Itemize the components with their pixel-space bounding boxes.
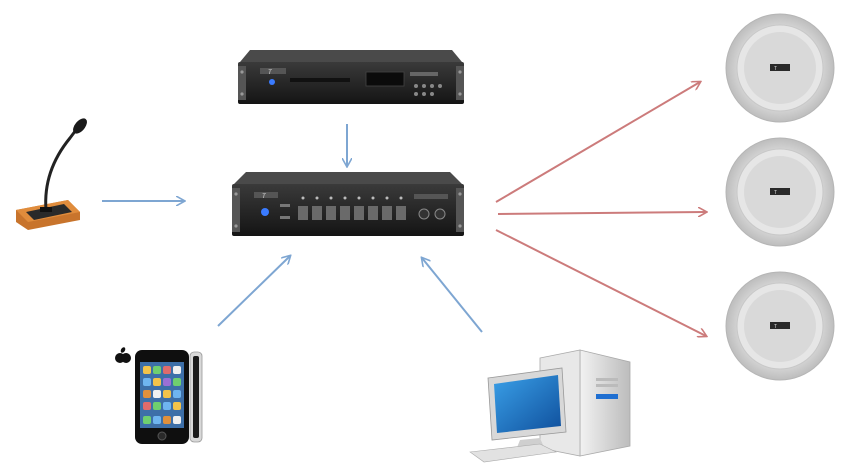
arrow-amplifier-to-speaker-3 <box>495 229 706 336</box>
mixer-amplifier: T <box>232 172 464 236</box>
source-player-led <box>269 79 275 85</box>
apple-logo-icon <box>115 347 131 363</box>
arrow-computer-to-amplifier <box>422 258 483 333</box>
ceiling-speaker-3: T <box>725 271 835 381</box>
source-player: T <box>238 50 464 104</box>
arrow-phone-to-amplifier <box>217 256 290 327</box>
smartphone <box>115 347 203 444</box>
source-player-brand: T <box>268 70 273 76</box>
arrow-amplifier-to-speaker-2 <box>497 212 706 214</box>
mixer-amplifier-brand: T <box>262 194 267 200</box>
arrow-amplifier-to-speaker-1 <box>495 82 700 203</box>
speaker-2-brand: T <box>774 190 777 196</box>
mixer-amplifier-led <box>261 208 269 216</box>
desktop-computer <box>469 349 631 463</box>
speaker-1-brand: T <box>774 66 777 72</box>
ceiling-speaker-2: T <box>725 137 835 247</box>
speaker-3-brand: T <box>774 324 777 330</box>
ceiling-speaker-1: T <box>725 13 835 123</box>
paging-microphone <box>16 118 87 230</box>
